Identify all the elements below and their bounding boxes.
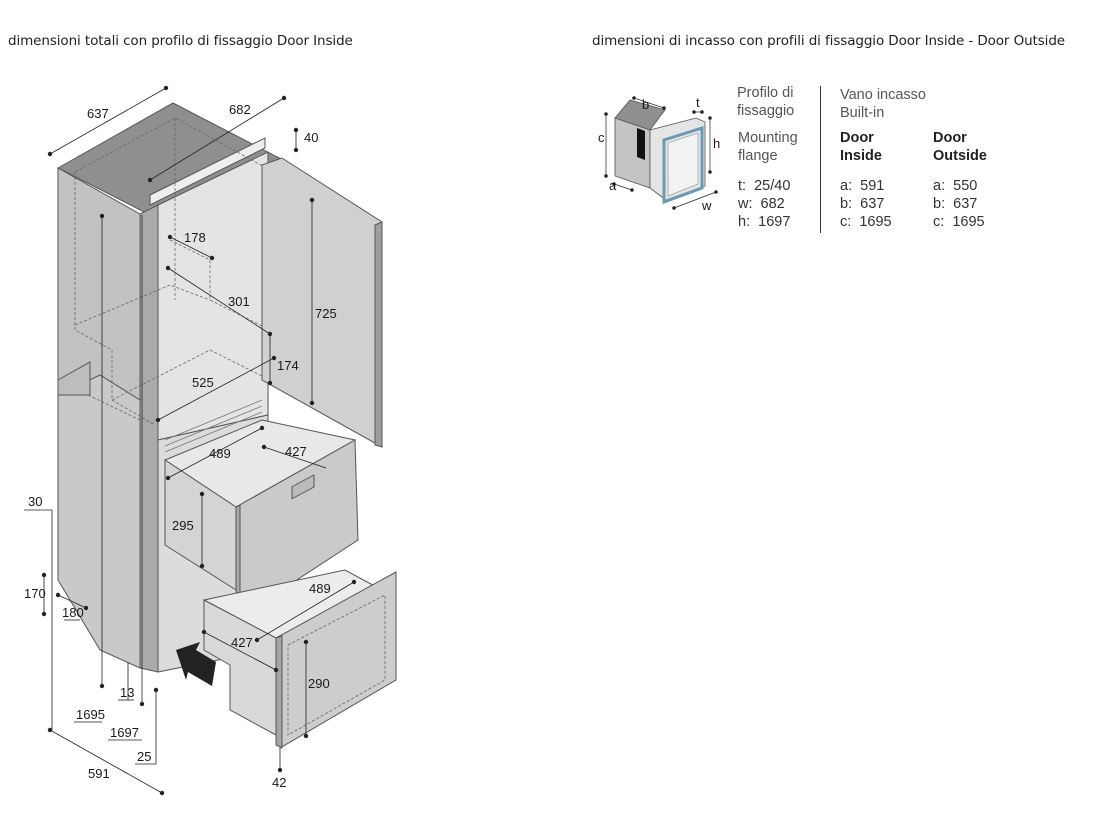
flange-value-h: h: 1697 <box>738 214 791 230</box>
mini-label-c: c <box>598 130 605 145</box>
door-inside-value-a: a: 591 <box>840 178 885 194</box>
builtin-label-it: Vano incasso <box>840 87 926 103</box>
dimension-lines <box>24 85 357 796</box>
dim-427-top: 427 <box>285 444 307 459</box>
door-inside-value-c: c: 1695 <box>840 214 892 230</box>
dim-525: 525 <box>192 375 214 390</box>
door-outside-value-c: c: 1695 <box>933 214 985 230</box>
door-outside-values: a: 550 b: 637 c: 1695 <box>933 177 985 231</box>
dim-489-top: 489 <box>209 446 231 461</box>
bottom-drawer <box>202 569 397 749</box>
upper-drawer <box>163 419 359 618</box>
mini-label-b: b <box>642 97 649 112</box>
flange-value-w: w: 682 <box>738 196 785 212</box>
insertion-arrow <box>176 642 216 686</box>
dim-30: 30 <box>28 494 42 509</box>
mini-label-w: w <box>701 198 712 213</box>
dim-489-bottom: 489 <box>309 581 331 596</box>
door-inside-values: a: 591 b: 637 c: 1695 <box>840 177 892 231</box>
dim-174: 174 <box>277 358 299 373</box>
dim-591: 591 <box>88 766 110 781</box>
dim-170: 170 <box>24 586 46 601</box>
dim-301: 301 <box>228 294 250 309</box>
dim-637: 637 <box>87 106 109 121</box>
door-outside-heading: Door Outside <box>933 130 987 164</box>
builtin-label-en: Built-in <box>840 105 885 121</box>
dim-295: 295 <box>172 518 194 533</box>
door-inside-heading: Door Inside <box>840 130 882 164</box>
heading-builtin-dimensions: dimensioni di incasso con profili di fis… <box>592 33 1066 49</box>
interior-hidden-lines <box>74 117 271 426</box>
dim-1697: 1697 <box>110 725 139 740</box>
spec-divider <box>820 86 821 233</box>
dim-180: 180 <box>62 605 84 620</box>
dim-682: 682 <box>229 102 251 117</box>
vents <box>164 399 263 453</box>
fridge-cabinet <box>56 102 285 673</box>
mini-label-t: t <box>696 95 700 110</box>
door-outside-value-b: b: 637 <box>933 196 978 212</box>
heading-total-dimensions: dimensioni totali con profilo di fissagg… <box>8 33 353 49</box>
mini-label-a: a <box>609 178 617 193</box>
flange-value-t: t: 25/40 <box>738 178 791 194</box>
dim-290: 290 <box>308 676 330 691</box>
dim-1695: 1695 <box>76 707 105 722</box>
builtin-mini-diagram: a b c t h w <box>598 95 720 213</box>
dim-42: 42 <box>272 775 286 790</box>
dim-178: 178 <box>184 230 206 245</box>
door-outside-value-a: a: 550 <box>933 178 978 194</box>
flange-values: t: 25/40 w: 682 h: 1697 <box>738 177 790 231</box>
dim-13: 13 <box>120 685 134 700</box>
dim-725: 725 <box>315 306 337 321</box>
dim-427-bottom: 427 <box>231 635 253 650</box>
profile-label-it: Profilo di fissaggio <box>737 85 795 119</box>
door-inside-value-b: b: 637 <box>840 196 885 212</box>
upper-door <box>261 157 383 448</box>
dim-25: 25 <box>137 749 151 764</box>
profile-label-en: Mounting flange <box>738 130 798 164</box>
dim-40: 40 <box>304 130 318 145</box>
mini-label-h: h <box>713 136 720 151</box>
